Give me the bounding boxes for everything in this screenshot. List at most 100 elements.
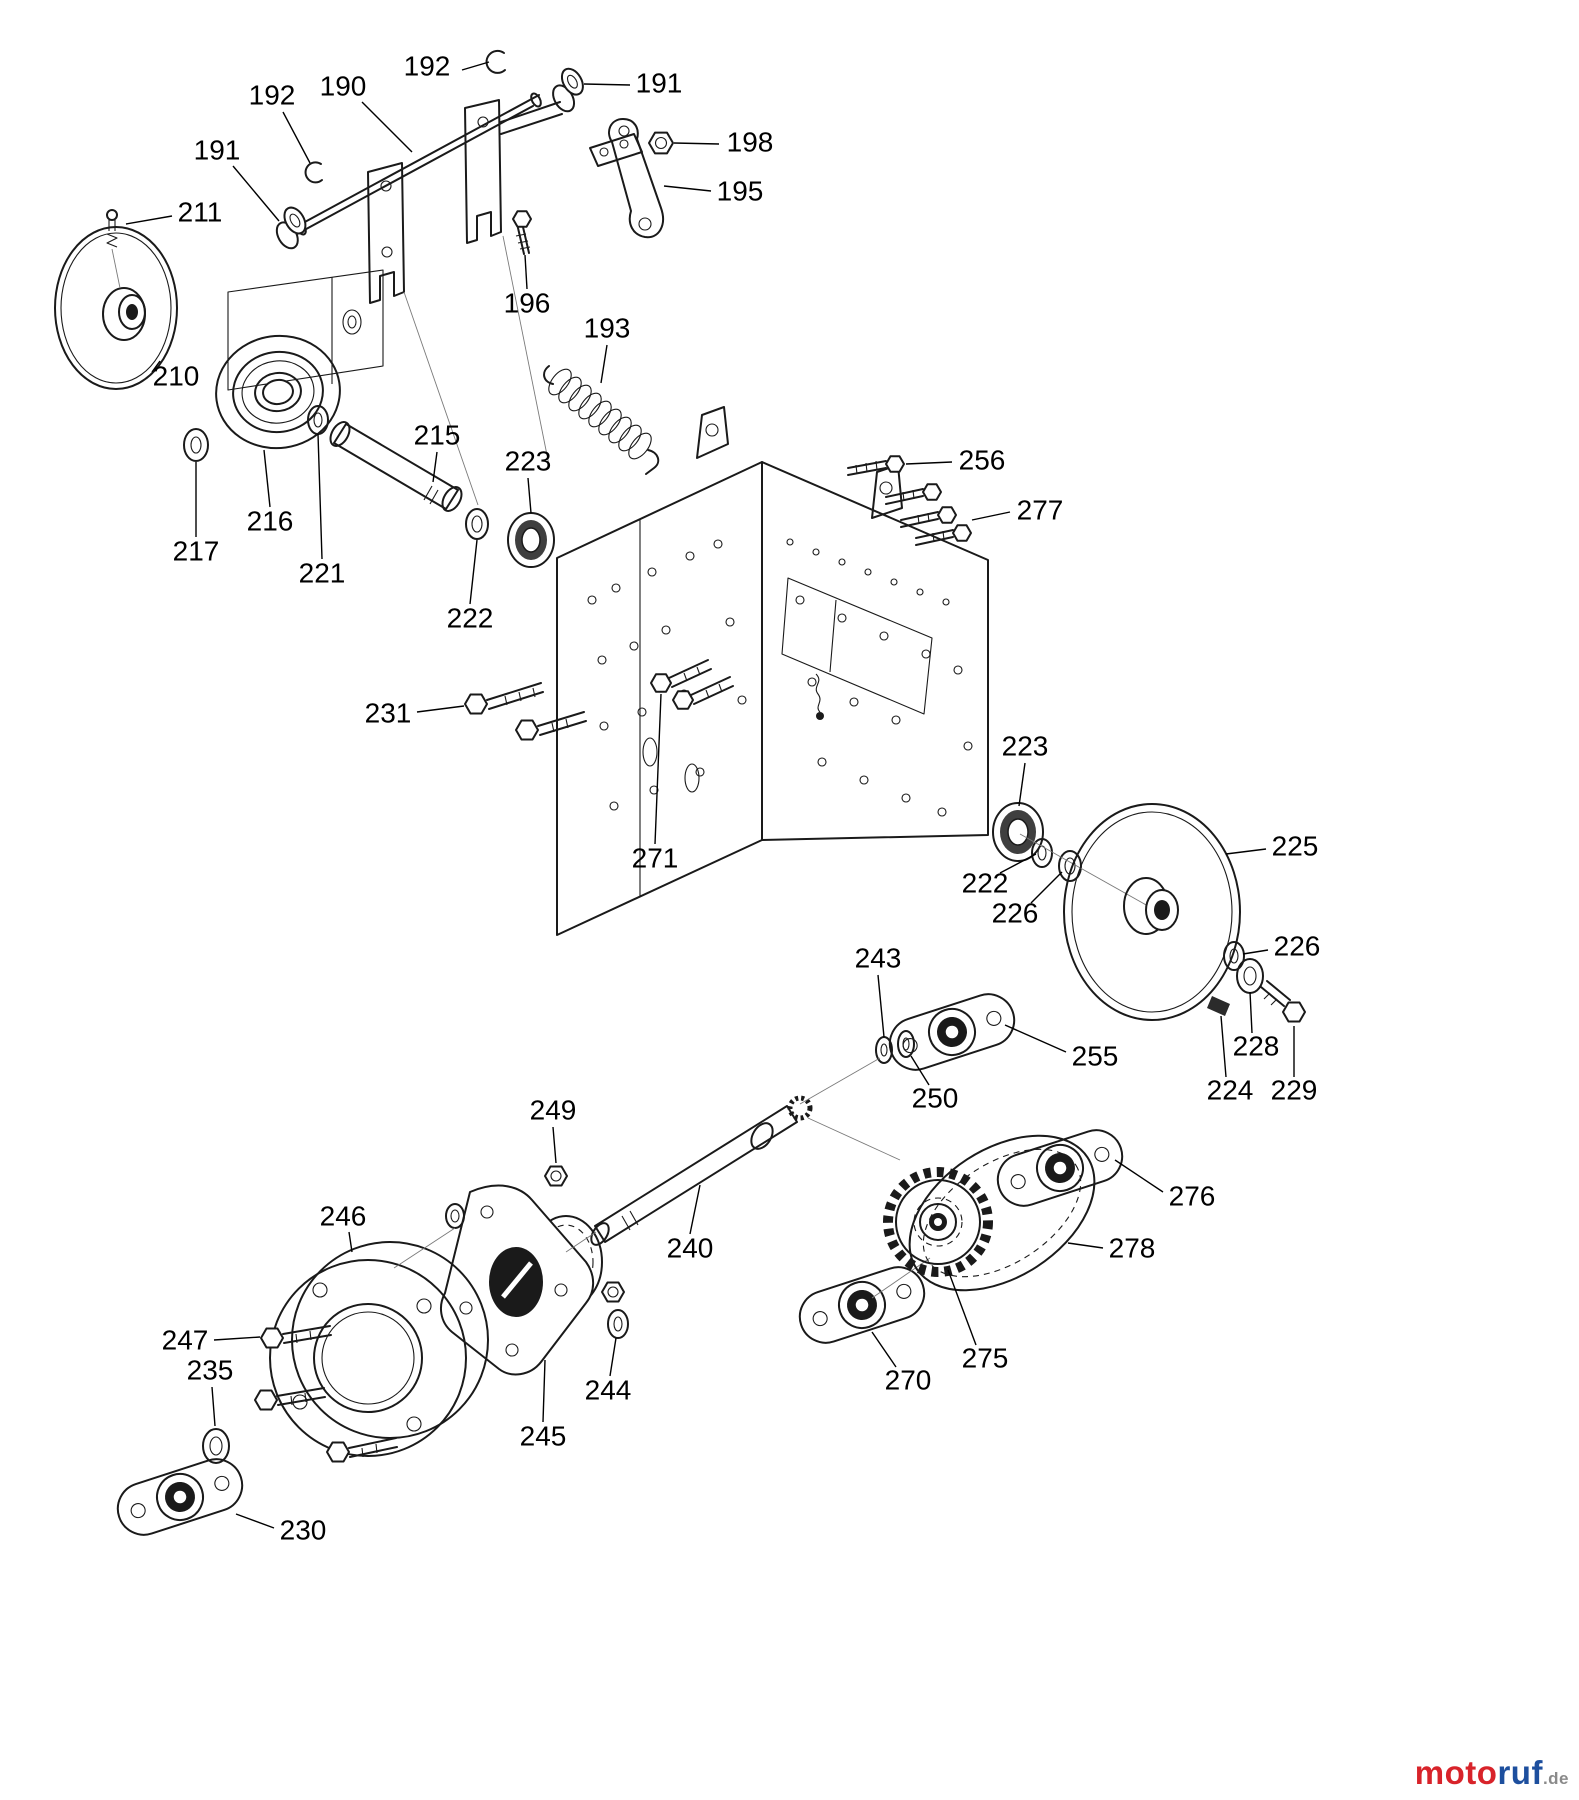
leader-line-192 (461, 61, 490, 71)
bolt-229 (1260, 980, 1306, 1023)
watermark-moto: moto (1414, 1754, 1498, 1791)
leader-line-278 (1067, 1242, 1104, 1249)
leader-line-245 (542, 1359, 546, 1423)
leader-line-243 (877, 974, 885, 1038)
lever-mount-plate (589, 133, 643, 167)
washer-222-left (465, 508, 489, 540)
part-label-222: 222 (962, 867, 1009, 898)
e-clip-192-top (485, 49, 506, 74)
bracket-plate-right (464, 99, 502, 244)
site-watermark: motoruf.de (1415, 1754, 1569, 1792)
part-label-192: 192 (404, 50, 451, 81)
bolt-277-a (885, 483, 942, 505)
leader-line-271 (654, 693, 662, 845)
leader-line-221 (317, 433, 323, 560)
bolt-271-b (672, 676, 734, 710)
shaft-215 (329, 421, 463, 512)
leader-line-277 (971, 511, 1011, 521)
leader-line-222 (999, 853, 1037, 874)
bushing-191-right (552, 67, 584, 113)
leader-line-226 (1242, 949, 1269, 955)
part-label-225: 225 (1272, 830, 1319, 861)
nut-198 (648, 131, 674, 155)
leader-line-256 (905, 461, 953, 465)
plate-245 (439, 1184, 595, 1376)
leader-line-247 (213, 1336, 261, 1341)
bolt-247-a (260, 1325, 332, 1349)
bolt-271-a (650, 659, 712, 693)
washer-226-right (1223, 941, 1245, 971)
leader-line-230 (235, 1513, 275, 1529)
watermark-ruf: ruf (1497, 1754, 1543, 1791)
leader-line-249 (552, 1126, 557, 1164)
leader-line-216 (263, 449, 271, 508)
spline-end (787, 1095, 813, 1121)
part-label-217: 217 (173, 535, 220, 566)
leader-line-222 (469, 539, 478, 605)
leader-line-244 (609, 1337, 617, 1377)
leader-line-195 (663, 185, 712, 192)
pulley-225 (1063, 803, 1241, 1021)
bearing-223-left (507, 512, 555, 568)
part-label-211: 211 (178, 196, 223, 227)
part-label-235: 235 (187, 1354, 234, 1385)
flange-bearing-276 (990, 1122, 1130, 1214)
part-label-226: 226 (1274, 930, 1321, 961)
part-label-224: 224 (1207, 1074, 1254, 1105)
bolt-196 (512, 210, 532, 255)
chain-278 (908, 1134, 1096, 1292)
part-label-228: 228 (1233, 1030, 1280, 1061)
part-label-229: 229 (1271, 1074, 1318, 1105)
part-label-243: 243 (855, 942, 902, 973)
leader-line-225 (1225, 848, 1267, 855)
leader-line-211 (125, 215, 173, 225)
shaft-240 (590, 1095, 813, 1246)
part-label-215: 215 (414, 419, 461, 450)
leader-line-223 (527, 477, 532, 514)
bolt-231-b (515, 711, 587, 741)
part-label-240: 240 (667, 1232, 714, 1263)
leader-line-270 (871, 1331, 897, 1368)
leader-line-191 (232, 165, 280, 222)
part-label-198: 198 (727, 126, 774, 157)
leader-line-196 (524, 254, 528, 290)
nut-244 (601, 1281, 629, 1339)
part-label-230: 230 (280, 1514, 327, 1545)
part-label-276: 276 (1169, 1180, 1216, 1211)
leader-line-210 (151, 360, 161, 373)
leader-line-223 (1018, 762, 1026, 807)
bolt-lower-c (326, 1437, 398, 1463)
flange-bearing-230 (110, 1451, 250, 1543)
part-label-245: 245 (520, 1420, 567, 1451)
leader-line-255 (1004, 1024, 1067, 1053)
wire (815, 673, 821, 713)
frame-holes-right (786, 538, 973, 817)
leader-line-193 (600, 344, 608, 384)
part-label-250: 250 (912, 1082, 959, 1113)
part-label-191: 191 (194, 134, 241, 165)
leader-line-235 (211, 1386, 216, 1427)
part-label-247: 247 (162, 1324, 209, 1355)
bolt-231-a (464, 682, 544, 715)
leader-line-250 (910, 1055, 930, 1086)
part-label-222: 222 (447, 602, 494, 633)
bearing-223-right (992, 802, 1044, 862)
leader-line-224 (1220, 1015, 1227, 1078)
leader-line-190 (361, 101, 413, 153)
part-label-278: 278 (1109, 1232, 1156, 1263)
grease-fitting-211 (106, 209, 121, 289)
chassis-frame (556, 406, 989, 936)
part-label-255: 255 (1072, 1040, 1119, 1071)
flange-bearing-270 (792, 1259, 932, 1351)
part-label-190: 190 (320, 70, 367, 101)
part-label-192: 192 (249, 79, 296, 110)
part-label-223: 223 (1002, 730, 1049, 761)
part-label-231: 231 (365, 697, 412, 728)
sprocket-275 (883, 1167, 993, 1277)
washer-228 (1236, 958, 1264, 994)
ghost-plates (227, 269, 384, 391)
part-label-275: 275 (962, 1342, 1009, 1373)
